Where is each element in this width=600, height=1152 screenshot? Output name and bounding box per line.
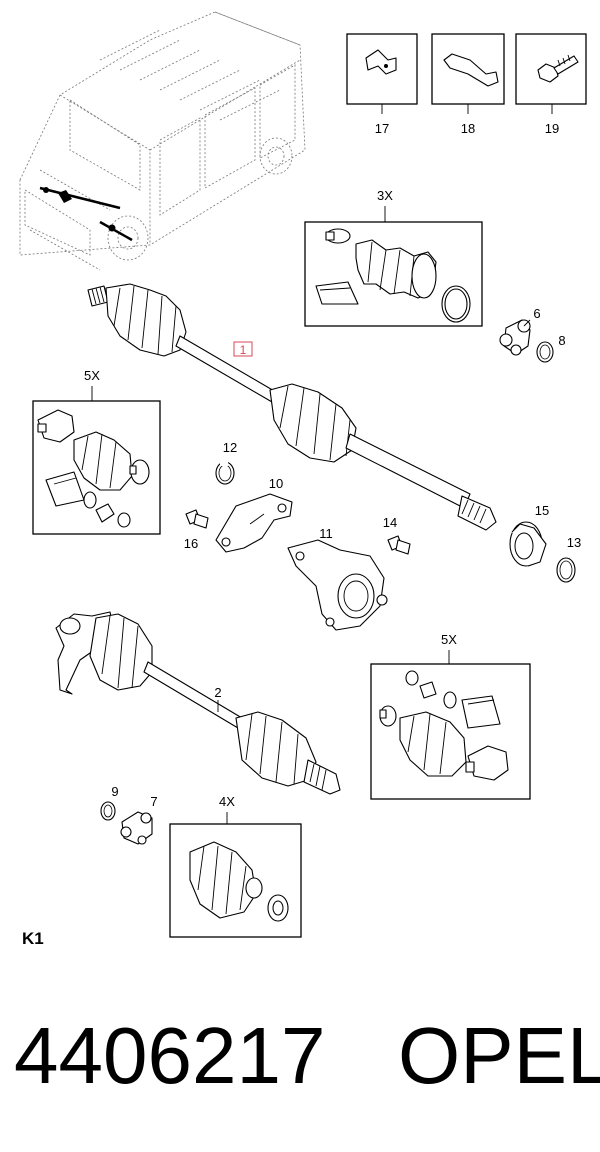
callout-14: 14 xyxy=(383,515,397,530)
page-code: K1 xyxy=(22,929,44,948)
part-16-bolt: 16 xyxy=(184,509,209,551)
driveshaft-2: 2 xyxy=(55,611,341,795)
callout-1: 1 xyxy=(240,343,247,357)
callout-6: 6 xyxy=(533,306,540,321)
part-10-bracket: 10 xyxy=(215,476,293,553)
callout-18: 18 xyxy=(461,121,475,136)
part-11-bearing-housing: 11 xyxy=(287,526,388,631)
callout-19: 19 xyxy=(545,121,559,136)
kit-4x-box: 4X xyxy=(169,794,302,938)
kit-5x-right-label: 5X xyxy=(441,632,457,647)
part-9-circlip: 9 xyxy=(100,784,119,821)
part-19-box: 19 xyxy=(515,33,587,136)
van-illustration xyxy=(19,11,306,271)
callout-16: 16 xyxy=(184,536,198,551)
callout-9: 9 xyxy=(111,784,118,799)
callout-12: 12 xyxy=(223,440,237,455)
part-18-box: 18 xyxy=(431,33,505,136)
callout-11: 11 xyxy=(319,526,333,541)
kit-5x-left-box: 5X xyxy=(32,368,161,535)
part-14-bolt: 14 xyxy=(383,515,411,555)
part-7-tripod: 7 xyxy=(120,794,158,845)
callout-17: 17 xyxy=(375,121,389,136)
kit-3x-label: 3X xyxy=(377,188,393,203)
part-13-circlip: 13 xyxy=(556,535,581,583)
brand-name: OPEL xyxy=(398,1011,600,1100)
part-6-tripod: 6 xyxy=(499,306,541,356)
part-15-bearing: 15 xyxy=(509,503,549,567)
kit-5x-left-label: 5X xyxy=(84,368,100,383)
callout-2: 2 xyxy=(214,685,221,700)
callout-10: 10 xyxy=(269,476,283,491)
kit-3x-box: 3X xyxy=(304,188,483,327)
part-8-circlip: 8 xyxy=(536,333,566,363)
driveshaft-1: 1 xyxy=(87,283,497,531)
callout-8: 8 xyxy=(558,333,565,348)
kit-5x-right-box: 5X xyxy=(370,632,531,800)
part-17-box: 17 xyxy=(346,33,418,136)
part-number: 4406217 xyxy=(14,1011,326,1100)
kit-4x-label: 4X xyxy=(219,794,235,809)
callout-15: 15 xyxy=(535,503,549,518)
callout-13: 13 xyxy=(567,535,581,550)
part-12-circlip: 12 xyxy=(215,440,237,485)
callout-7: 7 xyxy=(150,794,157,809)
